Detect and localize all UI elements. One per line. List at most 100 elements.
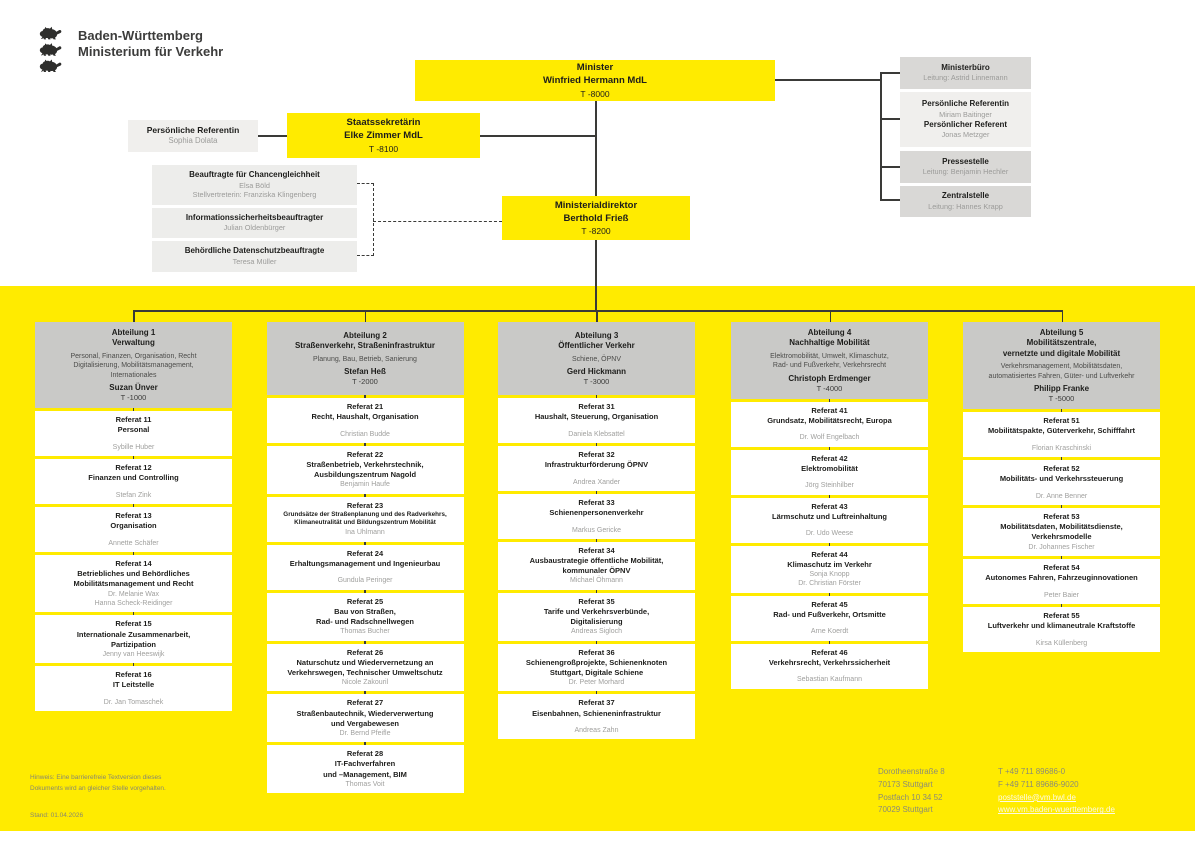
referat-number: Referat 14 — [115, 559, 152, 569]
referat-title: Grundsatz, Mobilitätsrecht, Europa — [767, 415, 892, 425]
referat-number: Referat 32 — [578, 450, 615, 459]
connector-stub-abt1 — [133, 310, 135, 322]
referat-title: Mobilitäts- und Verkehrssteuerung — [999, 474, 1124, 484]
logo-line1: Baden-Württemberg — [78, 28, 203, 43]
referat-title: Lärmschutz und Luftreinhaltung — [772, 511, 887, 521]
referat-number: Referat 13 — [115, 511, 152, 521]
department-title: Öffentlicher Verkehr — [558, 341, 635, 351]
referat-lead-name: Michael Öhmann — [570, 577, 623, 585]
referat-title: Internationale Zusammenarbeit, Partizipa… — [76, 629, 191, 649]
referat-lead-name: Stefan Zink — [115, 491, 152, 499]
referat-title: Mobilitätspakte, Güterverkehr, Schifffah… — [987, 426, 1136, 436]
department-phone: T -3000 — [583, 377, 610, 387]
coat-of-arms-lions-icon — [39, 26, 62, 73]
referat-number: Referat 51 — [1043, 416, 1080, 426]
referat-number: Referat 28 — [346, 749, 384, 759]
minister-name: Winfried Hermann MdL — [543, 75, 647, 86]
referat-lead-name: Florian Kraschinski — [1031, 444, 1092, 452]
assistant-name: Sophia Dolata — [168, 136, 218, 146]
referat-lead-name: Sybille Huber — [112, 443, 155, 451]
referat-title: IT Leitstelle — [112, 680, 155, 690]
referat-lead-name: Dr. Bernd Pfeifle — [339, 729, 391, 737]
referat-title: Tarife und Verkehrsverbünde, Digitalisie… — [543, 606, 650, 627]
referat-lead-name: Sebastian Kaufmann — [797, 676, 862, 684]
referat-number: Referat 46 — [811, 647, 848, 657]
referat-number: Referat 12 — [115, 463, 152, 473]
connector-stub-abt4 — [829, 310, 831, 322]
equal-opportunity-title: Beauftragte für Chancengleichheit — [189, 169, 320, 179]
press-office-box: Pressestelle Leitung: Benjamin Hechler — [900, 151, 1031, 183]
department-title: Verwaltung — [112, 338, 155, 348]
data-protection-box: Behördliche Datenschutzbeauftragte Teres… — [152, 241, 357, 272]
department-head-name: Philipp Franke — [1033, 384, 1090, 394]
fax-number: F +49 711 89686-9020 — [998, 779, 1079, 789]
dashed-datenschutz — [357, 255, 374, 256]
referat-number: Referat 55 — [1043, 611, 1080, 620]
department-number: Abteilung 5 — [1039, 328, 1084, 337]
email-link[interactable]: poststelle@vm.bwl.de — [998, 792, 1076, 802]
dashed-infosec — [373, 221, 502, 222]
director-name: Berthold Frieß — [563, 212, 629, 224]
referat-title: Autonomes Fahren, Fahrzeuginnovationen — [985, 573, 1138, 583]
referat-title: IT-Fachverfahren und –Management, BIM — [323, 759, 407, 779]
referat-title: Erhaltungsmanagement und Ingenieurbau — [289, 558, 441, 568]
referat-title: Schienengroßprojekte, Schienenknoten Stu… — [525, 657, 668, 677]
referat-lead-name: Thomas Bucher — [340, 628, 390, 636]
phone-number: T +49 711 89686-0 — [998, 767, 1066, 776]
referat-title: Recht, Haushalt, Organisation — [311, 412, 419, 422]
referat-lead-name: Dr. Udo Weese — [805, 530, 854, 538]
referat-title: Finanzen und Controlling — [88, 473, 179, 483]
connector-stub-zentralstelle — [880, 199, 900, 201]
referat-number: Referat 25 — [346, 596, 384, 606]
data-protection-title: Behördliche Datenschutzbeauftragte — [184, 246, 325, 256]
referat-number: Referat 33 — [578, 498, 615, 507]
department-head-name: Stefan Heß — [344, 367, 386, 377]
connector-minister-down — [595, 101, 597, 196]
department-description: Verkehrsmanagement, Mobilitätsdaten, aut… — [988, 363, 1135, 380]
referat-lead-name: Dr. Jan Tomaschek — [103, 698, 164, 706]
website-link[interactable]: www.vm.baden-wuerttemberg.de — [998, 805, 1115, 815]
referat-number: Referat 54 — [1043, 563, 1080, 572]
department-description: Elektromobilität, Umwelt, Klimaschutz, R… — [770, 352, 889, 370]
connector-right-vertical — [880, 72, 882, 200]
postal-address: Dorotheenstraße 8 70173 Stuttgart Postfa… — [878, 767, 945, 815]
press-office-title: Pressestelle — [942, 156, 989, 166]
referat-title: Bau von Straßen, Rad- und Radschnellwege… — [316, 606, 414, 627]
department-phone: T -4000 — [816, 384, 843, 394]
referat-lead-name: Andreas Sigloch — [571, 628, 622, 636]
referat-title: Personal — [117, 425, 150, 435]
department-number: Abteilung 3 — [574, 330, 619, 340]
connector-stub-abt2 — [364, 310, 366, 322]
referat-lead-name: Jenny van Heeswijk — [102, 650, 165, 658]
